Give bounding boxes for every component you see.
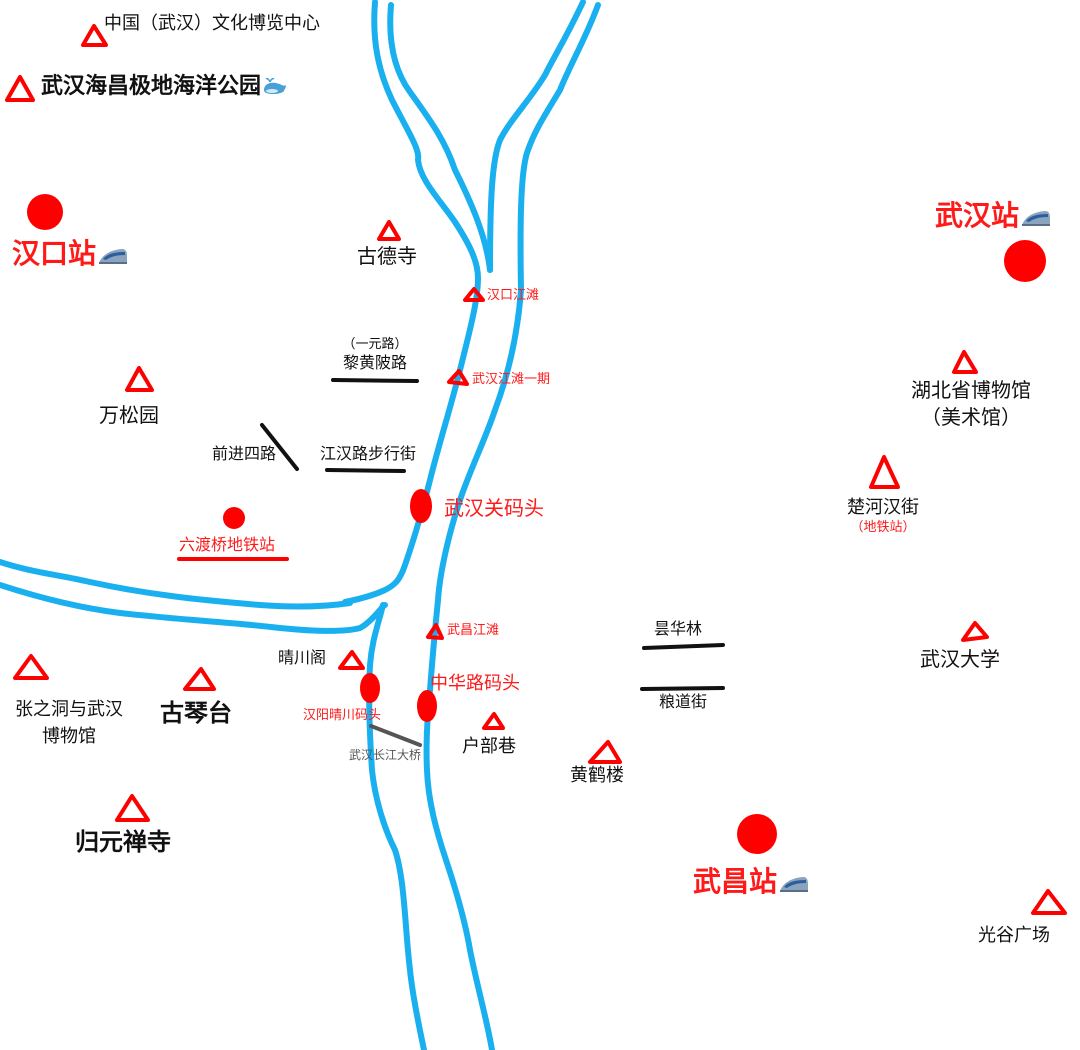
hubu-alley-label[interactable]: 户部巷 <box>462 736 516 757</box>
chuhehan-street-triangle-icon[interactable] <box>869 455 900 489</box>
whale-icon <box>264 77 287 94</box>
gude-temple-triangle-icon[interactable] <box>377 220 401 241</box>
hankou-riverside-label[interactable]: 汉口江滩 <box>487 288 540 303</box>
guqin-terrace-triangle-icon[interactable] <box>183 667 216 691</box>
gude-temple-label[interactable]: 古德寺 <box>357 244 417 268</box>
hubei-museum-name: 湖北省博物馆 <box>911 378 1031 402</box>
wuchang-station-name: 武昌站 <box>693 865 778 898</box>
hubei-museum-triangle-icon[interactable] <box>952 350 978 374</box>
yangtze-hankou-bank <box>342 275 481 605</box>
lihuangpi-road-name: 黎黄陂路 <box>342 352 407 372</box>
chuhehan-street-name: 楚河汉街 <box>847 497 919 518</box>
zhang-museum-triangle-icon[interactable] <box>13 654 49 680</box>
high-speed-train-icon <box>99 249 128 264</box>
ocean-park-triangle-icon[interactable] <box>5 75 35 102</box>
wuchang-riverside-label[interactable]: 武昌江滩 <box>447 623 500 638</box>
lihuangpi-road-line <box>331 378 419 383</box>
hanyang-qingchuan-pier-dot[interactable] <box>360 673 380 703</box>
high-speed-train-icon <box>1022 211 1051 226</box>
station-markers <box>27 194 1046 854</box>
zhang-museum-subtitle: 博物馆 <box>42 725 96 747</box>
wuhan-station-label[interactable]: 武汉站 <box>935 199 1051 232</box>
high-speed-train-icon <box>780 877 809 892</box>
chuhehan-metro-note: （地铁站） <box>850 519 916 535</box>
yellow-crane-tower-triangle-icon[interactable] <box>588 740 622 764</box>
han-river-upper-left-bank <box>371 0 481 281</box>
zhang-museum-name: 张之洞与武汉 <box>15 699 123 720</box>
yangtze-upper-left-bank <box>487 0 586 273</box>
wuhanguan-pier-label[interactable]: 武汉关码头 <box>444 496 544 520</box>
jianghan-road-line <box>325 468 406 473</box>
wuhan-station-name: 武汉站 <box>935 199 1020 232</box>
ocean-park-label[interactable]: 武汉海昌极地海洋公园 <box>41 74 288 99</box>
han-river-lower-south-bank <box>0 582 388 634</box>
jianghan-road-label[interactable]: 江汉路步行街 <box>320 444 417 463</box>
hankou-riverside-triangle-icon[interactable] <box>463 287 485 302</box>
wuhan-station-dot[interactable] <box>1004 240 1046 282</box>
zhonghualu-pier-label[interactable]: 中华路码头 <box>430 673 520 694</box>
wuhan-riverside-1-triangle-icon[interactable] <box>447 369 469 386</box>
zhonghualu-pier-dot[interactable] <box>417 690 437 722</box>
rivers <box>0 0 601 1050</box>
liuduqiao-metro-dot[interactable] <box>223 507 245 529</box>
wansong-garden-label[interactable]: 万松园 <box>99 403 159 427</box>
hubei-museum-subtitle: （美术馆） <box>921 405 1021 429</box>
yangtze-hanyang-bank <box>366 602 427 1050</box>
chuhehan-street-label[interactable]: 楚河汉街 （地铁站） <box>831 497 935 536</box>
yellow-crane-tower-label[interactable]: 黄鹤楼 <box>570 765 624 786</box>
hankou-station-label[interactable]: 汉口站 <box>12 237 128 270</box>
streets <box>260 378 725 691</box>
tanhualin-line <box>642 643 725 650</box>
yangtze-bridge-label[interactable]: 武汉长江大桥 <box>349 748 422 762</box>
liangdao-street-line <box>640 686 725 691</box>
qianjin-road-line <box>260 423 299 471</box>
culture-expo-label[interactable]: 中国（武汉）文化博览中心 <box>104 13 320 34</box>
wuchang-station-dot[interactable] <box>737 814 777 854</box>
optics-valley-label[interactable]: 光谷广场 <box>978 925 1050 946</box>
han-river-lower-north-bank <box>0 559 353 610</box>
wuhan-riverside-1-label[interactable]: 武汉江滩一期 <box>472 372 551 387</box>
wuchang-riverside-triangle-icon[interactable] <box>426 623 444 640</box>
han-river-upper-right-bank <box>387 2 493 273</box>
hanyang-qingchuan-pier-label[interactable]: 汉阳晴川码头 <box>303 708 382 723</box>
wuchang-station-label[interactable]: 武昌站 <box>693 865 809 898</box>
yangtze-bridge-line <box>369 724 422 747</box>
ocean-park-name: 武汉海昌极地海洋公园 <box>41 74 262 99</box>
optics-valley-triangle-icon[interactable] <box>1031 889 1067 915</box>
attraction-markers <box>5 24 1067 915</box>
tanhualin-label[interactable]: 昙华林 <box>654 619 703 638</box>
wuhanguan-pier-dot[interactable] <box>410 489 432 523</box>
yiyuan-road-name: （一元路） <box>342 337 408 352</box>
hubu-alley-triangle-icon[interactable] <box>482 712 505 730</box>
zhang-museum-label[interactable]: 张之洞与武汉 博物馆 <box>2 699 136 747</box>
guiyuan-temple-label[interactable]: 归元禅寺 <box>75 828 171 856</box>
guiyuan-temple-triangle-icon[interactable] <box>115 794 150 822</box>
yangtze-wuchang-bank <box>423 287 524 1050</box>
wuhan-university-triangle-icon[interactable] <box>961 621 989 642</box>
hankou-station-name: 汉口站 <box>12 237 97 270</box>
qianjin-road-label[interactable]: 前进四路 <box>212 444 277 463</box>
wansong-garden-triangle-icon[interactable] <box>125 366 154 392</box>
qingchuan-pavilion-label[interactable]: 晴川阁 <box>278 648 327 667</box>
qingchuan-pavilion-triangle-icon[interactable] <box>338 650 365 670</box>
liuduqiao-metro-label[interactable]: 六渡桥地铁站 <box>179 535 276 554</box>
yangtze-upper-right-bank <box>517 2 601 293</box>
liangdao-street-label[interactable]: 粮道街 <box>659 692 708 711</box>
guqin-terrace-label[interactable]: 古琴台 <box>160 699 232 727</box>
lihuangpi-road-label[interactable]: （一元路） 黎黄陂路 <box>333 337 417 372</box>
hubei-museum-label[interactable]: 湖北省博物馆 （美术馆） <box>893 379 1049 429</box>
wuhan-university-label[interactable]: 武汉大学 <box>920 647 1000 671</box>
culture-expo-triangle-icon[interactable] <box>81 24 108 47</box>
hankou-station-dot[interactable] <box>27 194 63 230</box>
